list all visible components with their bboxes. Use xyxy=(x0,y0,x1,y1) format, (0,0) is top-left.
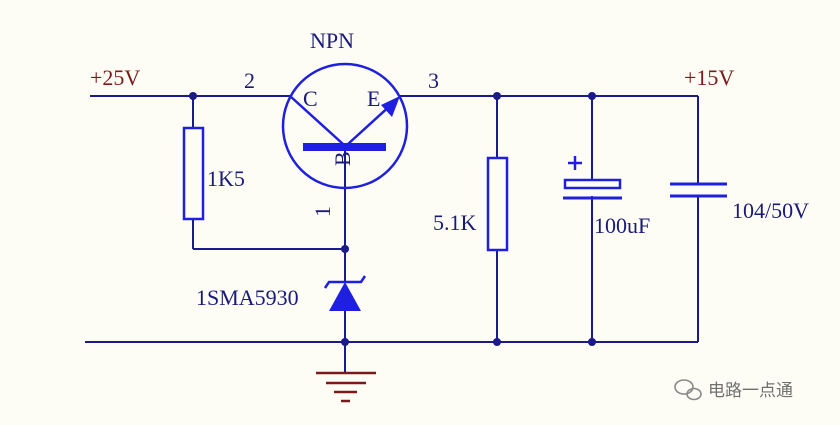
junction-dot xyxy=(588,92,596,100)
resistor-r1 xyxy=(182,126,205,221)
capacitor-c1 xyxy=(563,156,622,200)
pin-collector-label: 2 xyxy=(244,68,255,93)
junction-dot xyxy=(189,92,197,100)
transistor-envelope xyxy=(281,62,409,190)
watermark-text: 电路一点通 xyxy=(708,381,793,401)
capacitor-c2 xyxy=(670,182,727,198)
junction-dot xyxy=(341,245,349,253)
zener-cathode-bar xyxy=(323,275,367,289)
junction-dot xyxy=(341,338,349,346)
pin-emitter-label: 3 xyxy=(428,68,439,93)
transistor-base-bar xyxy=(303,143,386,151)
emitter-letter: E xyxy=(367,86,380,111)
collector-letter: C xyxy=(303,86,318,111)
emitter-arrow xyxy=(381,96,400,117)
base-letter: B xyxy=(330,151,355,166)
npn-transistor xyxy=(281,62,409,190)
pin-base-label: 1 xyxy=(310,206,335,217)
wires xyxy=(85,95,699,372)
c1-label: 100uF xyxy=(594,213,650,238)
junctions xyxy=(189,92,596,346)
plus-icon xyxy=(568,156,582,170)
vout-label: +15V xyxy=(684,65,734,90)
resistor-r2 xyxy=(486,156,509,252)
junction-dot xyxy=(588,338,596,346)
c2-label: 104/50V xyxy=(732,198,809,223)
transistor-collector-lead xyxy=(289,95,344,145)
c1-top-plate xyxy=(563,178,622,190)
ground-icon xyxy=(316,371,376,403)
transistor-type-label: NPN xyxy=(310,28,354,53)
zener-triangle xyxy=(329,282,361,311)
junction-dot xyxy=(493,338,501,346)
junction-dot xyxy=(493,92,501,100)
wechat-icon xyxy=(674,379,702,401)
zener-diode xyxy=(323,275,367,311)
r2-label: 5.1K xyxy=(433,210,477,235)
transistor-emitter-lead xyxy=(347,103,393,145)
vin-label: +25V xyxy=(90,65,140,90)
zener-label: 1SMA5930 xyxy=(196,285,299,310)
r1-label: 1K5 xyxy=(207,166,245,191)
